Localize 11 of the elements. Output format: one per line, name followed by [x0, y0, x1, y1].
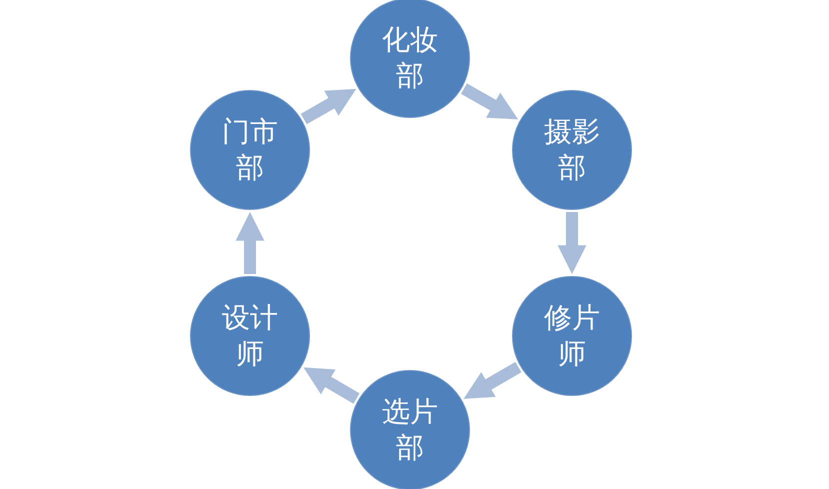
block-arrow	[464, 362, 522, 399]
node-label: 门市部	[221, 114, 279, 186]
block-arrow	[558, 212, 586, 274]
node-label: 设计师	[221, 300, 279, 372]
node-label: 摄影部	[543, 114, 601, 186]
block-arrow	[460, 83, 518, 120]
node-label: 化妆部	[381, 22, 439, 94]
node-label: 修片师	[543, 300, 601, 372]
block-arrow	[236, 212, 264, 274]
node-label: 选片部	[381, 394, 439, 466]
block-arrow	[300, 88, 356, 124]
